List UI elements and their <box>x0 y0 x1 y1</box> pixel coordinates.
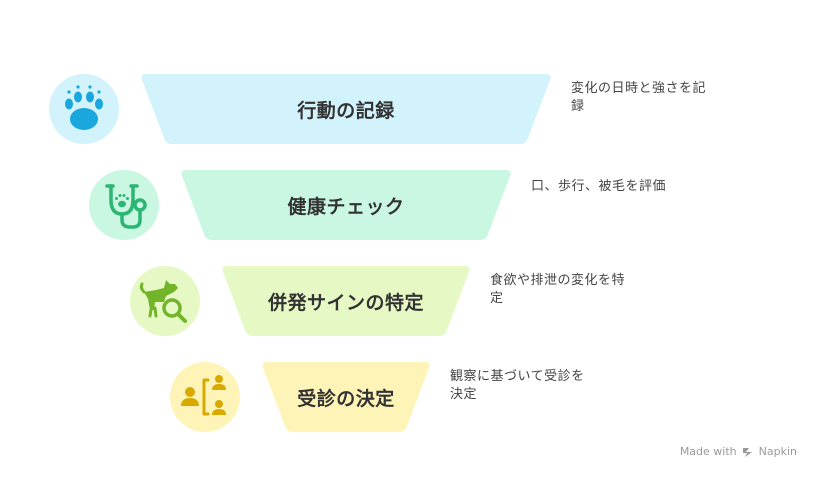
people-decision-icon <box>181 375 226 416</box>
stethoscope-icon <box>105 184 147 229</box>
stage-4-title: 受診の決定 <box>297 387 395 410</box>
stage-4-description-line1: 観察に基づいて受診を <box>450 369 585 384</box>
dog-magnifier-icon <box>139 280 187 323</box>
stage-3-description: 食欲や排泄の変化を特 定 <box>490 272 625 308</box>
stage-3-description-line2: 定 <box>490 291 504 306</box>
stage-2-band: 健康チェック <box>180 170 512 240</box>
stage-1-circle <box>49 74 119 144</box>
stage-4-circle <box>170 362 240 432</box>
napkin-logo-icon <box>742 447 752 457</box>
stage-3-band: 併発サインの特定 <box>221 266 471 336</box>
stage-2-title: 健康チェック <box>287 195 405 218</box>
made-with-napkin-footer: Made with Napkin <box>680 445 797 458</box>
paw-icon <box>65 85 103 130</box>
stage-3-description-line1: 食欲や排泄の変化を特 <box>490 273 626 288</box>
stage-1-description: 変化の日時と強さを記 録 <box>571 80 706 116</box>
stage-2-circle <box>89 170 159 240</box>
napkin-brand-label: Napkin <box>758 445 797 458</box>
stage-1-description-line1: 変化の日時と強さを記 <box>571 81 707 96</box>
stage-1-title: 行動の記録 <box>297 99 395 122</box>
stage-4-description-line2: 決定 <box>450 387 478 402</box>
stage-4-band: 受診の決定 <box>261 362 431 432</box>
stage-4-description: 観察に基づいて受診を 決定 <box>450 368 585 404</box>
stage-1-description-line2: 録 <box>571 99 585 114</box>
stage-1-band: 行動の記録 <box>140 74 552 144</box>
stage-3-title: 併発サインの特定 <box>267 291 424 314</box>
stage-3-circle <box>130 266 200 336</box>
stage-2-description: 口、歩行、被毛を評価 <box>531 178 666 196</box>
stage-2-description-line1: 口、歩行、被毛を評価 <box>531 179 667 194</box>
made-with-label: Made with <box>679 445 737 458</box>
